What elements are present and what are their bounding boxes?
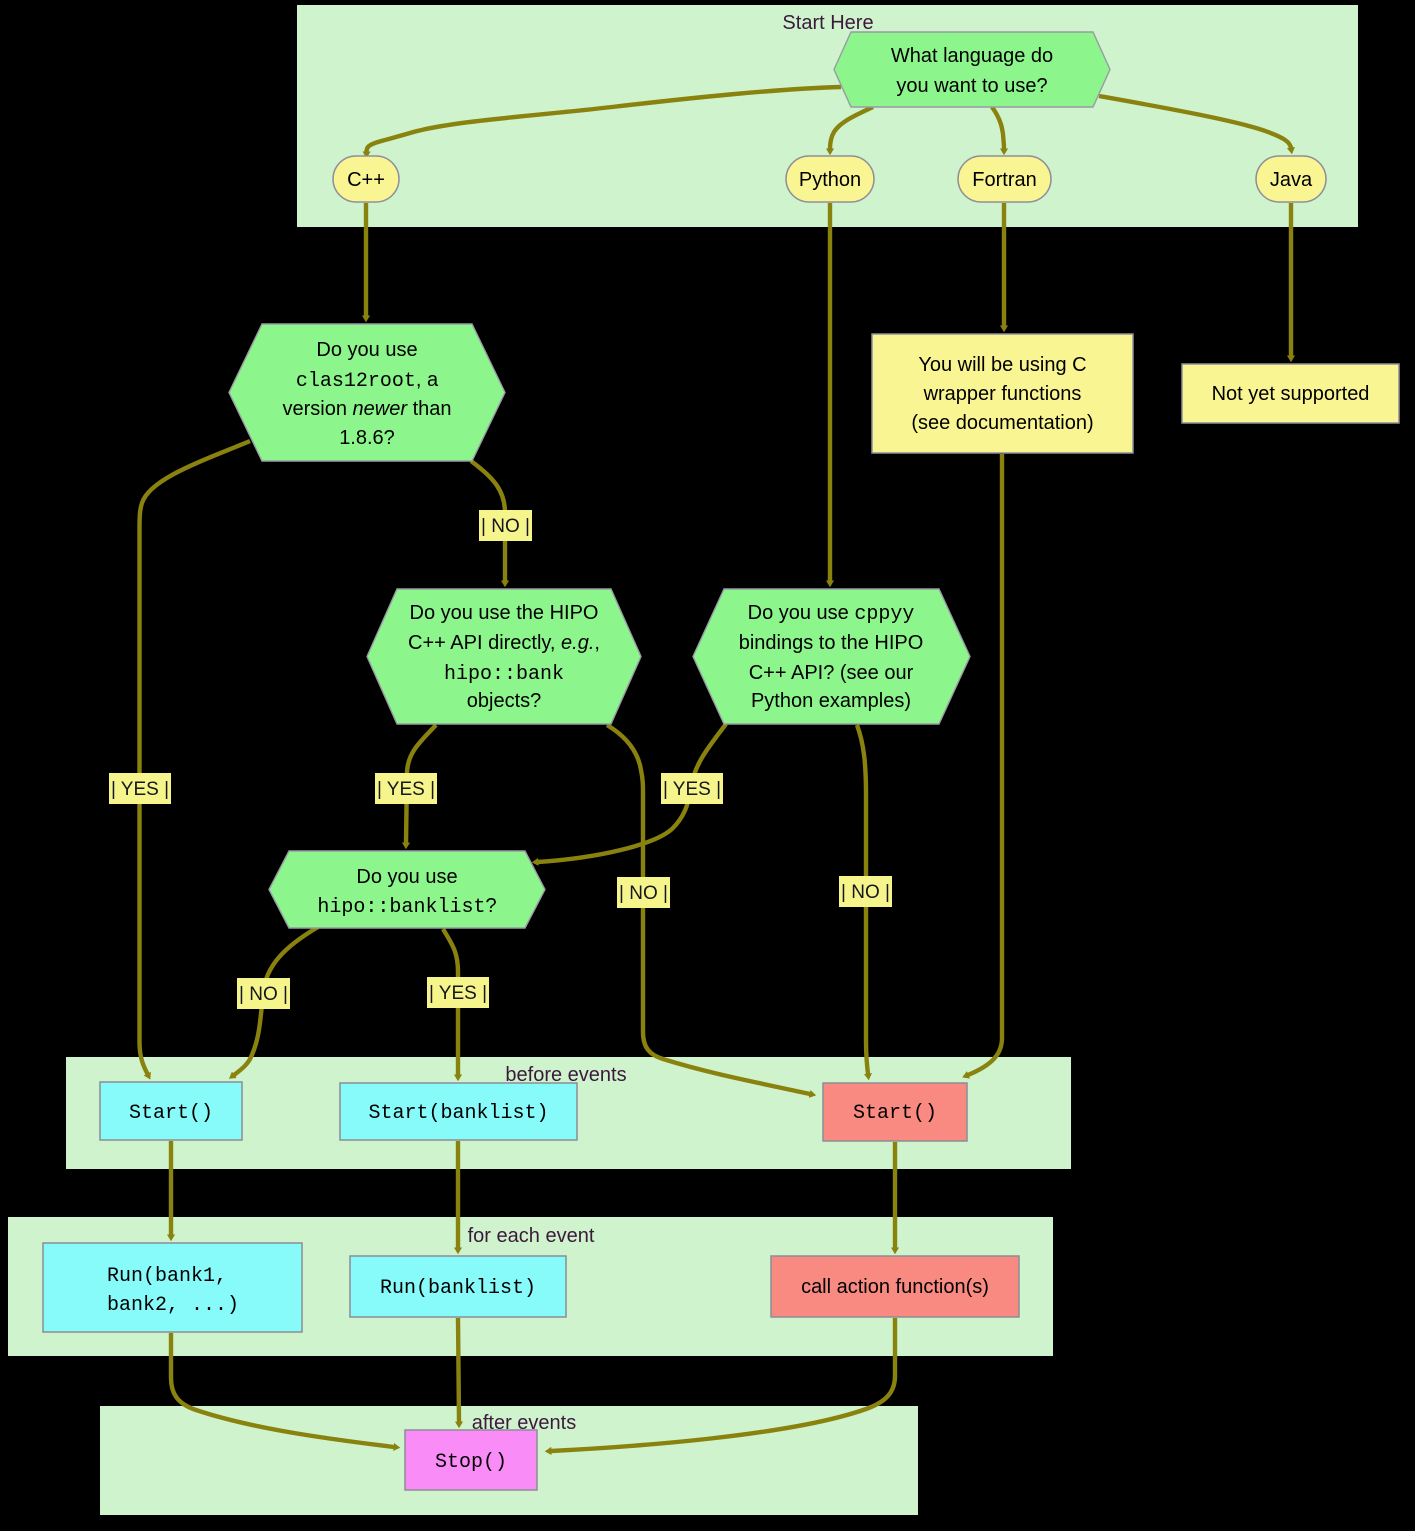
svg-text:hipo::banklist?: hipo::banklist? xyxy=(317,895,496,919)
svg-text:| NO |: | NO | xyxy=(619,883,668,904)
svg-text:Do you use: Do you use xyxy=(316,339,417,361)
svg-text:Not yet supported: Not yet supported xyxy=(1212,383,1370,405)
svg-text:What language do: What language do xyxy=(891,45,1053,67)
svg-text:Do you use the HIPO: Do you use the HIPO xyxy=(410,602,599,624)
svg-text:bank2, ...): bank2, ...) xyxy=(107,1294,239,1317)
svg-text:| NO |: | NO | xyxy=(481,516,530,537)
svg-text:before events: before events xyxy=(505,1064,626,1086)
svg-text:| YES |: | YES | xyxy=(429,983,487,1004)
svg-text:Start(): Start() xyxy=(853,1102,937,1125)
svg-text:You will be using C: You will be using C xyxy=(918,354,1086,376)
svg-text:objects?: objects? xyxy=(467,690,542,712)
svg-text:hipo::bank: hipo::bank xyxy=(444,663,564,686)
svg-text:C++ API directly, e.g.,: C++ API directly, e.g., xyxy=(408,632,600,654)
svg-text:Python: Python xyxy=(799,169,861,191)
svg-text:C++: C++ xyxy=(347,169,385,191)
svg-text:bindings to the HIPO: bindings to the HIPO xyxy=(739,632,924,654)
svg-text:Start(): Start() xyxy=(129,1102,213,1125)
svg-text:Start(banklist): Start(banklist) xyxy=(368,1102,548,1125)
svg-text:| NO |: | NO | xyxy=(239,984,288,1005)
svg-text:C++ API? (see our: C++ API? (see our xyxy=(749,662,914,684)
svg-text:Start Here: Start Here xyxy=(782,12,873,34)
svg-text:clas12root, a: clas12root, a xyxy=(296,369,439,393)
svg-text:version newer than: version newer than xyxy=(283,398,452,420)
svg-text:Stop(): Stop() xyxy=(435,1451,507,1474)
svg-text:| NO |: | NO | xyxy=(841,882,890,903)
svg-text:after events: after events xyxy=(472,1412,577,1434)
svg-text:Java: Java xyxy=(1270,169,1313,191)
svg-text:Run(bank1,: Run(bank1, xyxy=(107,1265,227,1288)
svg-text:Do you use cppyy: Do you use cppyy xyxy=(748,602,915,626)
svg-text:call action function(s): call action function(s) xyxy=(801,1276,989,1298)
svg-text:you want to use?: you want to use? xyxy=(896,75,1047,97)
svg-text:Python examples): Python examples) xyxy=(751,690,911,712)
svg-text:(see documentation): (see documentation) xyxy=(911,412,1093,434)
svg-text:| YES |: | YES | xyxy=(377,779,435,800)
svg-text:| YES |: | YES | xyxy=(663,779,721,800)
svg-text:wrapper functions: wrapper functions xyxy=(923,383,1082,405)
svg-text:Do you use: Do you use xyxy=(356,866,457,888)
svg-text:Run(banklist): Run(banklist) xyxy=(380,1277,536,1300)
svg-text:Fortran: Fortran xyxy=(972,169,1036,191)
svg-text:| YES |: | YES | xyxy=(111,779,169,800)
svg-text:for each event: for each event xyxy=(468,1225,595,1247)
svg-text:1.8.6?: 1.8.6? xyxy=(339,427,395,449)
